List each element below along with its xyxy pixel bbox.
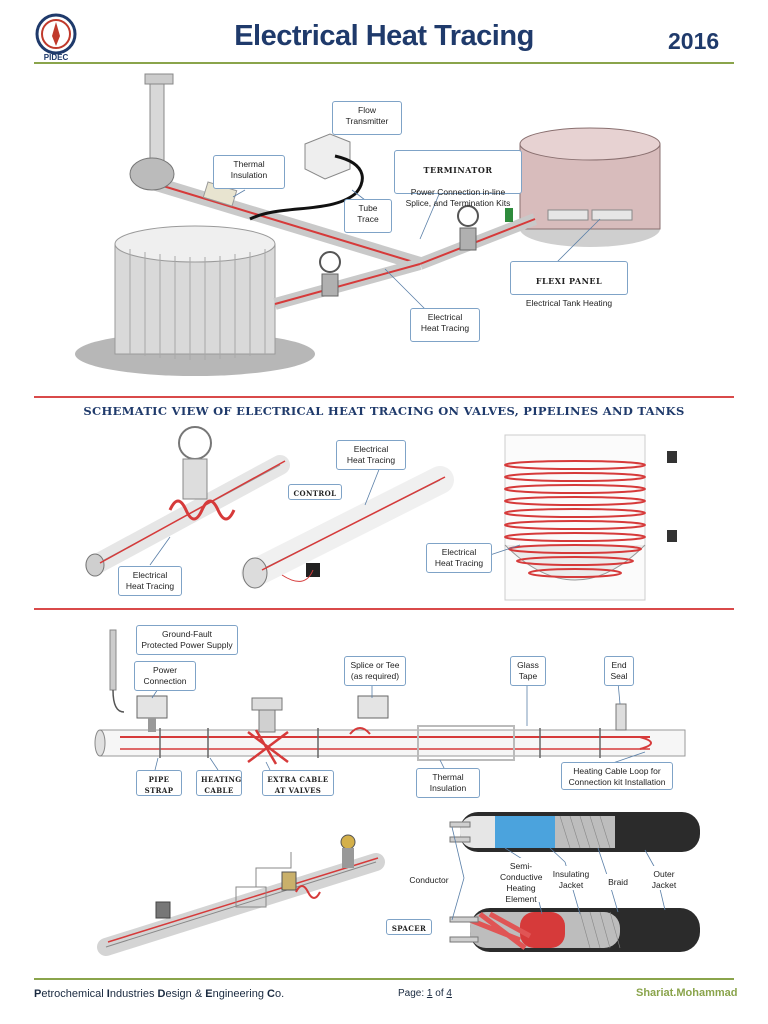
callout-flexi-panel: FLEXI PANEL Electrical Tank Heating bbox=[510, 261, 628, 308]
callout-splice-tee: Splice or Tee (as required) bbox=[344, 656, 406, 686]
schematic-diagram bbox=[85, 426, 677, 601]
pidec-logo: PIDEC bbox=[35, 13, 77, 62]
heating-cable-cross-section bbox=[449, 812, 700, 952]
logo-text: PIDEC bbox=[44, 53, 69, 62]
callout-pipe-strap: PIPE STRAP bbox=[136, 770, 182, 796]
terminator-title: TERMINATOR bbox=[423, 165, 493, 175]
total-pages: 4 bbox=[446, 988, 452, 999]
section-divider-2 bbox=[34, 608, 734, 610]
label-semi-conductive: Semi- Conductive Heating Element bbox=[496, 858, 546, 904]
callout-electrical-heat-tracing: Electrical Heat Tracing bbox=[410, 308, 480, 342]
footer-divider bbox=[34, 978, 734, 980]
header-divider bbox=[34, 62, 734, 64]
callout-tube-trace: Tube Trace bbox=[344, 199, 392, 233]
callout-control: CONTROL bbox=[288, 484, 342, 500]
installed-pipe-illustration bbox=[97, 834, 385, 956]
tank-schematic bbox=[504, 434, 677, 601]
label-insulating-jacket: Insulating Jacket bbox=[546, 866, 596, 890]
footer-author: Shariat.Mohammad bbox=[636, 987, 738, 999]
callout-pipe-heat-tracing: Electrical Heat Tracing bbox=[336, 440, 406, 470]
callout-ground-fault: Ground-Fault Protected Power Supply bbox=[136, 625, 238, 655]
callout-end-seal: End Seal bbox=[604, 656, 634, 686]
callout-heating-cable: HEATING CABLE bbox=[196, 770, 242, 796]
page-title: Electrical Heat Tracing bbox=[234, 20, 534, 52]
flexi-panel-desc: Electrical Tank Heating bbox=[525, 298, 613, 308]
label-outer-jacket: Outer Jacket bbox=[644, 866, 684, 890]
callout-flow-transmitter: Flow Transmitter bbox=[332, 101, 402, 135]
callout-glass-tape: Glass Tape bbox=[510, 656, 546, 686]
pipe-schematic bbox=[241, 466, 454, 589]
year-label: 2016 bbox=[668, 28, 720, 54]
callout-valve-heat-tracing: Electrical Heat Tracing bbox=[118, 566, 182, 596]
plant-overview-diagram bbox=[75, 73, 661, 376]
callout-spacer: SPACER bbox=[386, 919, 432, 935]
footer-company: Petrochemical Industries Design & Engine… bbox=[34, 988, 285, 1000]
terminator-desc: Power Connection in-line Splice, and Ter… bbox=[405, 187, 511, 208]
storage-tank-right bbox=[519, 127, 661, 247]
callout-power-connection: Power Connection bbox=[134, 661, 196, 691]
flexi-panel-title: FLEXI PANEL bbox=[535, 276, 603, 286]
label-braid: Braid bbox=[600, 874, 636, 890]
current-page: 1 bbox=[426, 988, 433, 999]
footer-page-number: Page: 1 of 4 bbox=[398, 988, 452, 999]
callout-thermal-insulation-2: Thermal Insulation bbox=[416, 768, 480, 798]
callout-tank-heat-tracing: Electrical Heat Tracing bbox=[426, 543, 492, 573]
section-divider-1 bbox=[34, 396, 734, 398]
callout-extra-cable: EXTRA CABLE AT VALVES bbox=[262, 770, 334, 796]
installation-diagram bbox=[94, 629, 686, 771]
cable-top bbox=[449, 812, 700, 852]
callout-thermal-insulation: Thermal Insulation bbox=[213, 155, 285, 189]
callout-terminator: TERMINATOR Power Connection in-line Spli… bbox=[394, 150, 522, 208]
schematic-title: SCHEMATIC VIEW OF ELECTRICAL HEAT TRACIN… bbox=[83, 404, 685, 418]
callout-cable-loop: Heating Cable Loop for Connection kit In… bbox=[561, 762, 673, 790]
valve-schematic bbox=[85, 426, 290, 577]
cable-bottom bbox=[449, 908, 700, 952]
label-conductor: Conductor bbox=[402, 872, 456, 890]
